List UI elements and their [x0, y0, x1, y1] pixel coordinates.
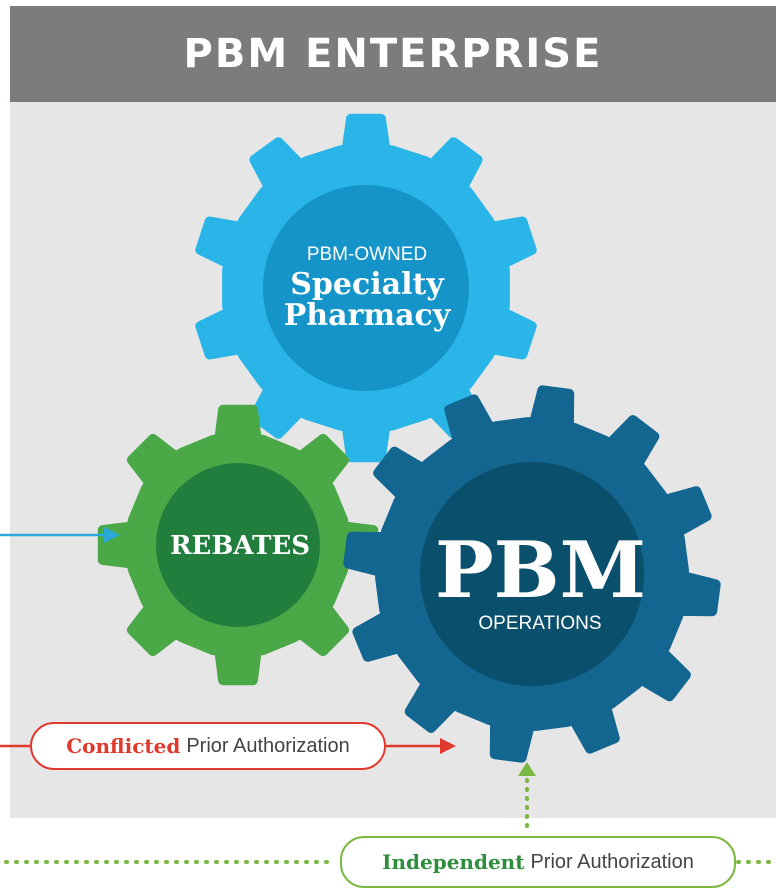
pbm-gear-icon [343, 385, 721, 763]
pbm-gear-label: PBM OPERATIONS [435, 525, 646, 634]
conflicted-bold: Conflicted [66, 734, 181, 758]
pbm-gear-hub [420, 462, 644, 686]
blue-arrow-icon [0, 527, 120, 543]
independent-bold: Independent [382, 850, 525, 874]
rebates-gear-icon [97, 404, 379, 686]
specialty-main-line2: Pharmacy [283, 298, 451, 334]
independent-pa-pill: Independent Prior Authorization [340, 836, 736, 888]
specialty-gear-icon [195, 113, 537, 463]
specialty-gear-label: PBM-OWNED Specialty Pharmacy [262, 245, 472, 332]
rebates-label: REBATES [169, 531, 311, 561]
red-arrow-icon [0, 738, 456, 754]
pbm-main-label: PBM [435, 525, 646, 616]
header-bar: PBM ENTERPRISE [10, 6, 776, 102]
specialty-main-line1: Specialty [290, 266, 444, 302]
specialty-gear-hub [263, 185, 469, 391]
conflicted-pa-pill: Conflicted Prior Authorization [30, 722, 386, 770]
pbm-sub-label: OPERATIONS [478, 613, 602, 634]
green-dotted-arrow-icon [4, 762, 776, 864]
specialty-top-label: PBM-OWNED [306, 244, 428, 265]
independent-rest: Prior Authorization [530, 850, 694, 873]
rebates-gear-hub [156, 463, 320, 627]
conflicted-rest: Prior Authorization [186, 734, 350, 757]
page-title: PBM ENTERPRISE [183, 31, 603, 77]
